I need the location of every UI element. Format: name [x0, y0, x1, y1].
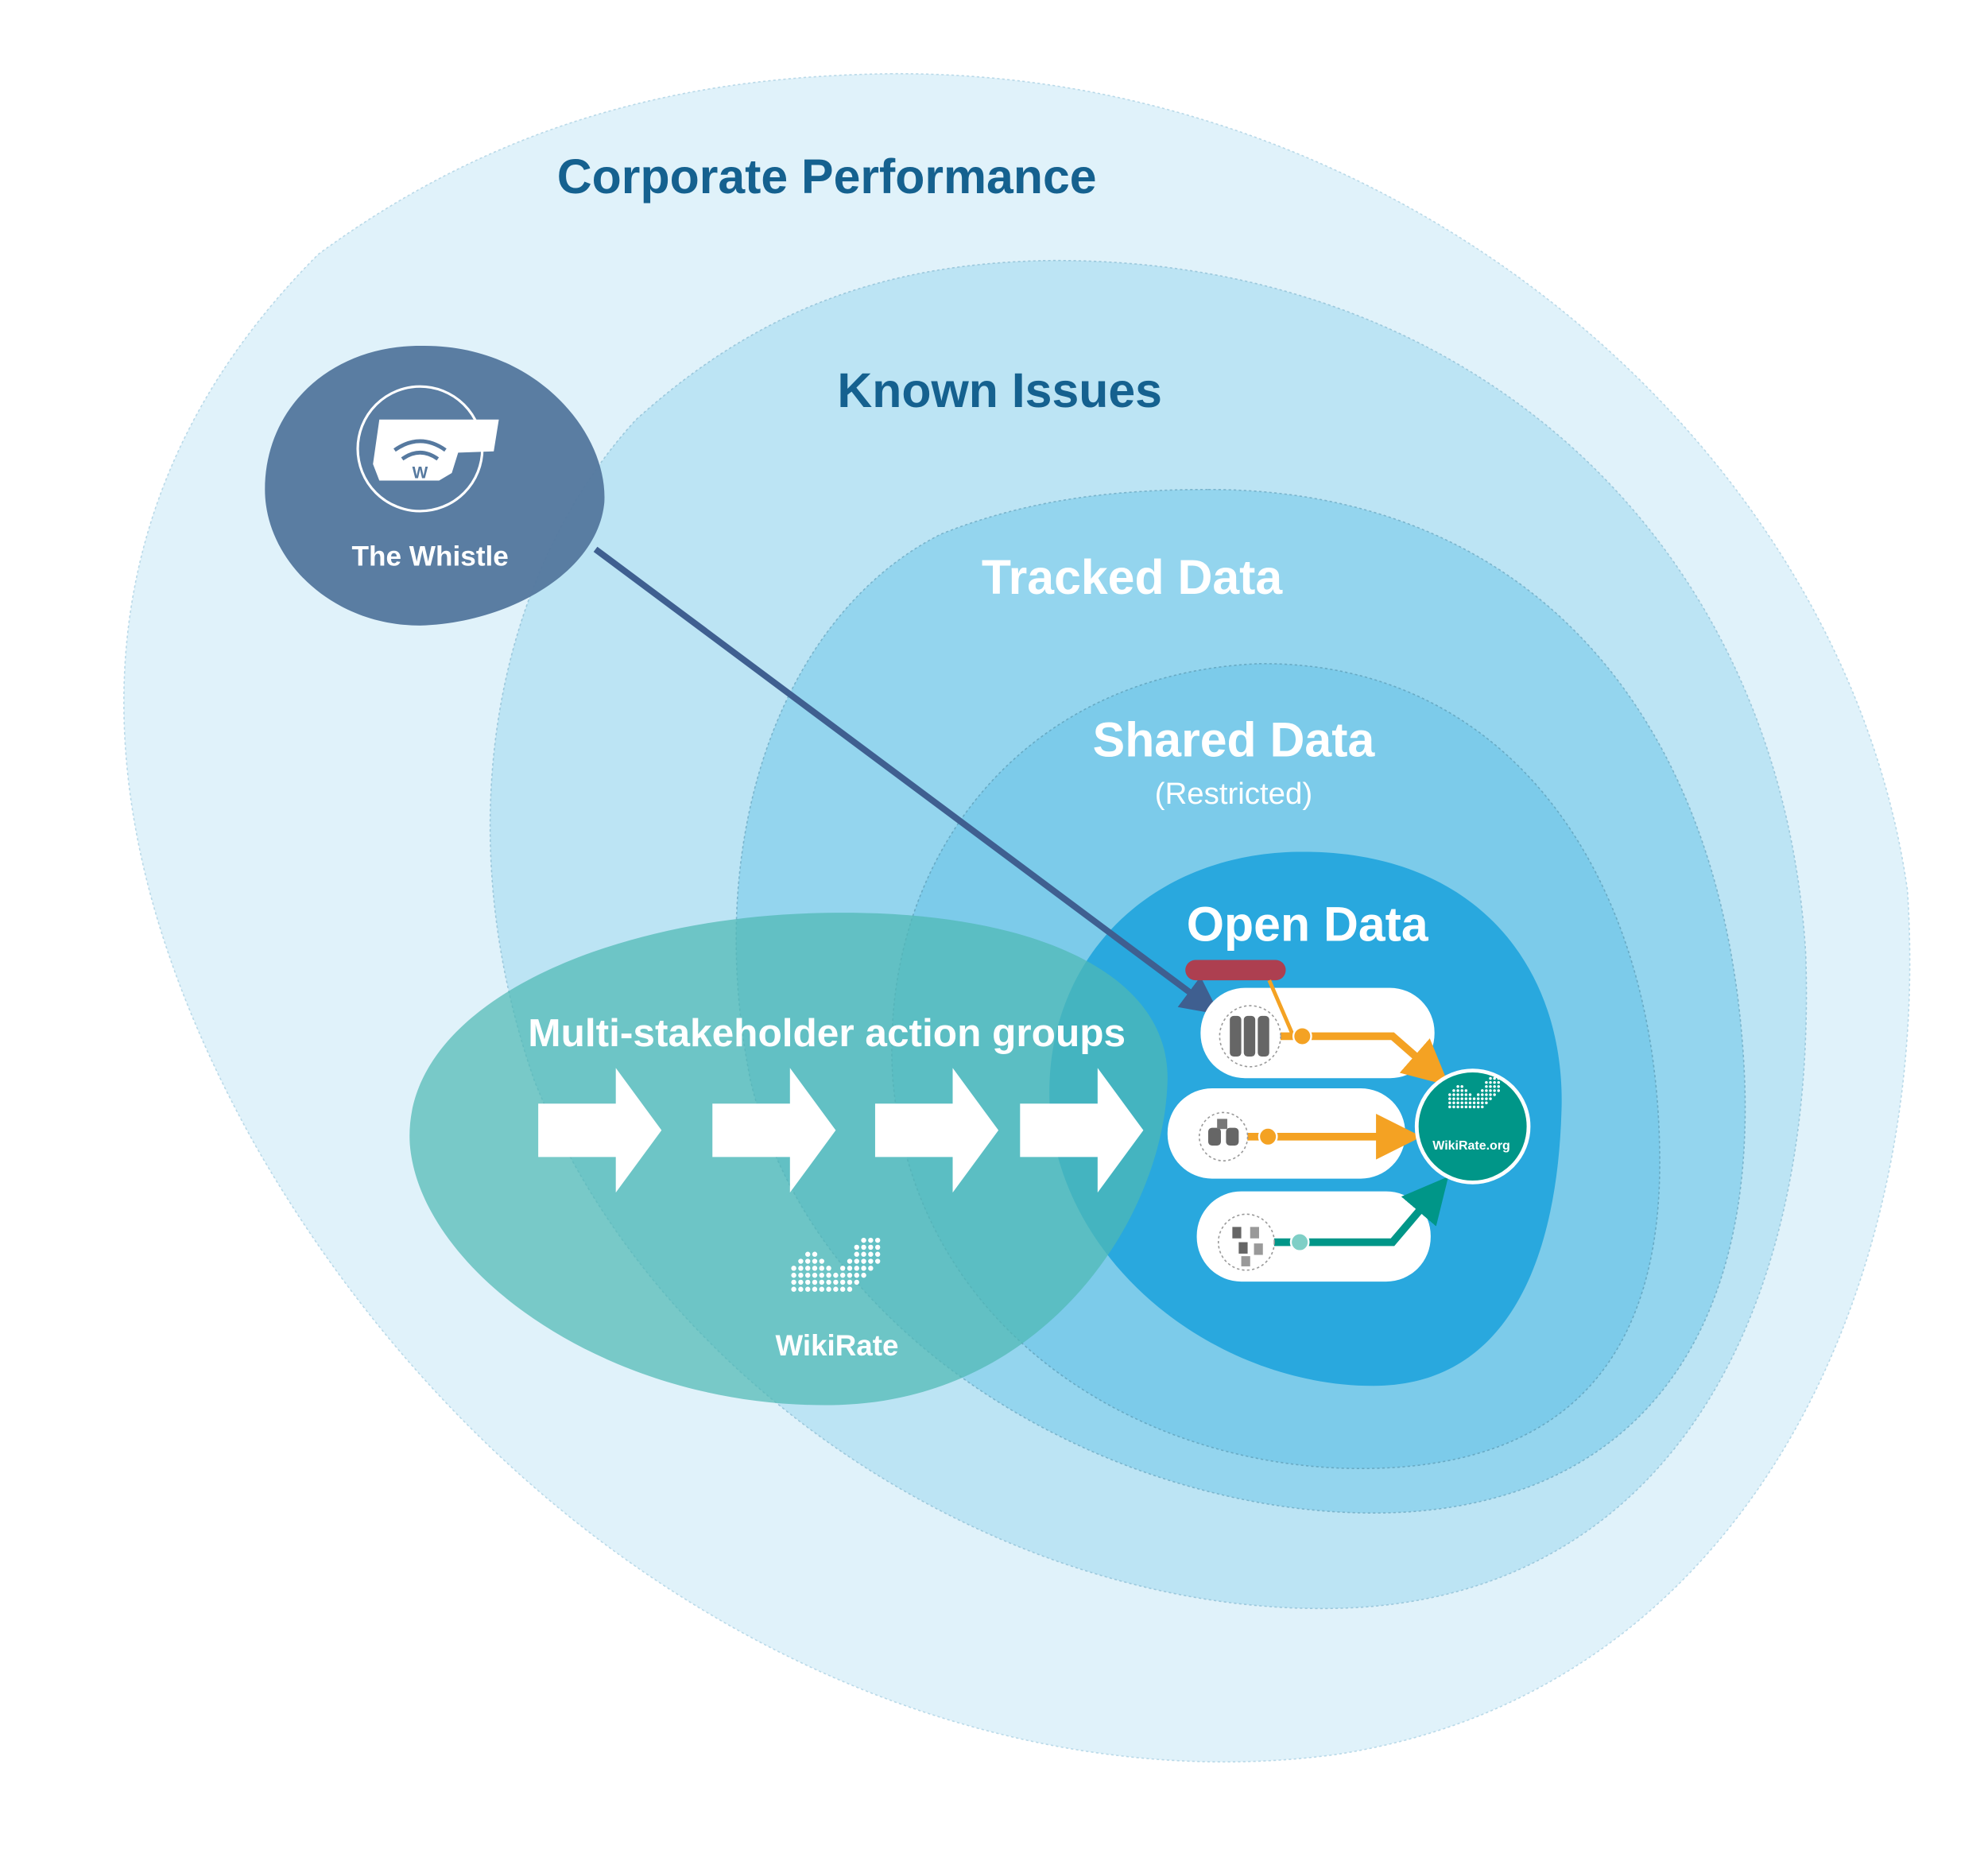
shared-data-title: Shared Data: [1093, 713, 1376, 767]
data-integration-icon: [1198, 1111, 1249, 1161]
restricted-bar: [1185, 960, 1286, 981]
wikirate-logo-text: WikiRate: [776, 1329, 899, 1362]
wikirate-logo-icon: [1448, 1076, 1501, 1109]
action-groups-title: Multi-stakeholder action groups: [528, 1010, 1126, 1055]
whistle-to-open-data-arrow: [593, 546, 1220, 1015]
shared-data-subtitle: (Restricted): [1155, 777, 1312, 811]
documents-icon: [1217, 1213, 1275, 1271]
process-arrows: [538, 1068, 1144, 1193]
action-groups-region: [409, 913, 1168, 1406]
arrow-4: [1020, 1068, 1144, 1193]
arrow-3: [874, 1068, 999, 1193]
arrow-2: [712, 1068, 836, 1193]
open-data-title: Open Data: [1187, 897, 1429, 951]
database-icon: [1219, 1005, 1281, 1068]
svg-text:W: W: [413, 463, 428, 482]
wrench-icon: [1292, 1026, 1312, 1046]
tracked-data-title: Tracked Data: [982, 550, 1284, 604]
whistle-label: The Whistle: [352, 541, 509, 572]
arrow-1: [538, 1068, 662, 1193]
wikirate-org-badge: WikiRate.org: [1414, 1068, 1531, 1185]
wrench-icon: [1258, 1126, 1278, 1147]
wikirate-logo-icon: [791, 1237, 881, 1292]
known-issues-title: Known Issues: [837, 363, 1162, 417]
corporate-performance-title: Corporate Performance: [557, 149, 1097, 204]
whistle-icon: W: [356, 385, 499, 513]
community-icon: [1289, 1232, 1310, 1252]
whistle-region: [265, 345, 605, 626]
wikirate-org-label: WikiRate.org: [1432, 1139, 1510, 1153]
